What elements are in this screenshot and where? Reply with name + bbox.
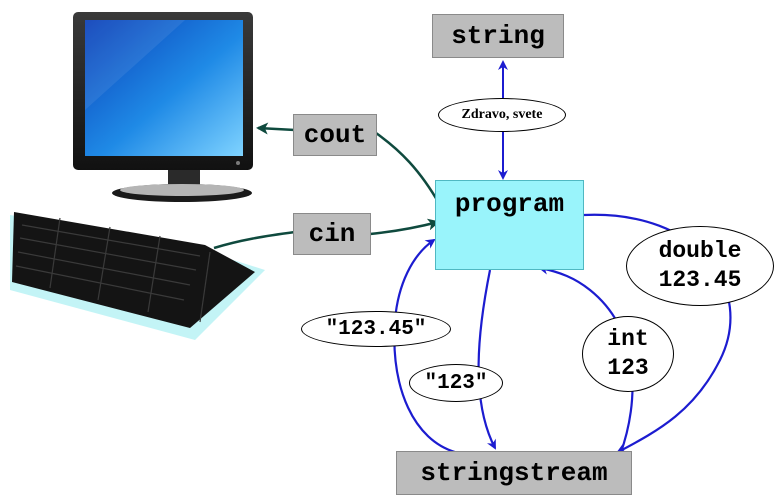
cout-box: cout	[293, 114, 377, 156]
cin-box: cin	[293, 213, 371, 255]
arrow-cin-to-program	[369, 218, 440, 236]
int-value-label: 123	[607, 355, 649, 381]
arrow-cout-to-monitor	[256, 122, 296, 135]
string-int-oval: "123"	[409, 364, 503, 402]
double-oval: double 123.45	[626, 226, 774, 306]
greeting-oval: Zdravo, svete	[438, 98, 566, 132]
int-oval: int 123	[582, 316, 674, 392]
keyboard-icon	[10, 212, 265, 340]
arrow-stringstream-str-double-to-program	[393, 238, 456, 454]
arrow-program-str-int-to-stringstream	[477, 269, 496, 450]
monitor-icon	[73, 12, 253, 202]
string-box: string	[432, 14, 564, 58]
program-box: program	[435, 180, 584, 270]
arrow-stringstream-int-to-program	[538, 264, 634, 456]
arrow-program-to-cout	[375, 131, 442, 206]
double-type-label: double	[658, 238, 742, 264]
arrow-keyboard-to-cin	[213, 230, 296, 250]
stringstream-box: stringstream	[396, 451, 632, 495]
string-double-oval: "123.45"	[301, 311, 451, 347]
arrow-program-double-to-stringstream	[583, 213, 732, 453]
int-type-label: int	[607, 326, 649, 352]
double-value-label: 123.45	[658, 267, 742, 293]
